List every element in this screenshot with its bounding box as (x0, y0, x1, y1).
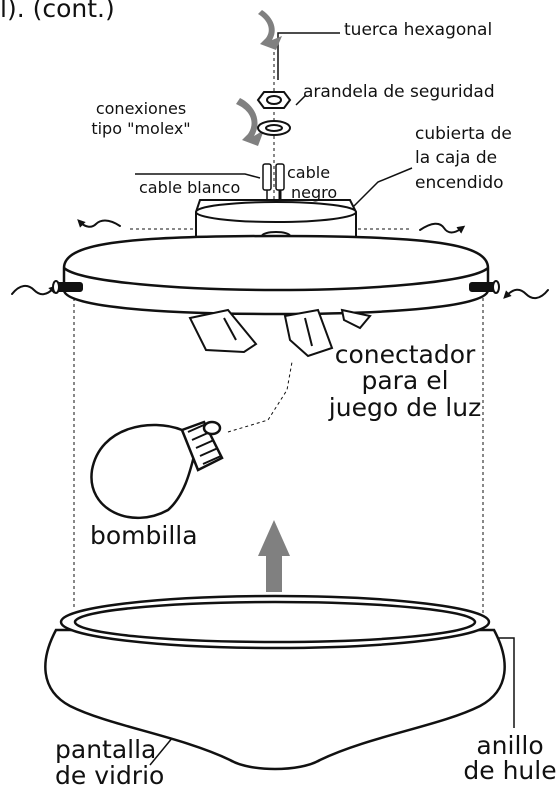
white-wire-label: cable blanco (139, 178, 241, 197)
black-wire-label-line1: cable (287, 163, 331, 182)
lock-washer (257, 120, 291, 136)
molex-label-line2: tipo "molex" (91, 119, 191, 138)
hex-nut (256, 91, 292, 109)
cover-leader (344, 167, 413, 216)
connector-label-line1: conectador (334, 340, 476, 369)
cover-label-line1: cubierta de (415, 124, 512, 144)
upward-arrow-icon (258, 520, 290, 592)
washer-leader (295, 94, 307, 106)
guide-lines (73, 40, 484, 630)
lock-washer-label: arandela de seguridad (303, 82, 495, 102)
hex-nut-label: tuerca hexagonal (344, 20, 493, 40)
glass-shade (44, 594, 506, 771)
molex-label-line1: conexiones (95, 99, 187, 118)
page-header: l). (cont.) (0, 0, 115, 23)
bulb-wire-line (227, 361, 293, 433)
side-screws (52, 280, 500, 294)
light-fitter-housing (62, 234, 490, 316)
molex-leader (135, 173, 261, 179)
glass-shade-label-line2: de vidrio (55, 761, 165, 790)
bulb-label: bombilla (90, 521, 198, 550)
curved-rotation-arrow-icon (236, 10, 282, 146)
rubber-ring-label-line2: de hule (463, 756, 557, 785)
light-bulb (90, 420, 224, 520)
rubber-ring-label-line1: anillo (476, 731, 544, 760)
connector-label-line3: juego de luz (328, 393, 482, 422)
black-wire-label-line2: negro (291, 183, 338, 202)
cover-label-line3: encendido (415, 173, 504, 193)
curved-rotation-arrow-icon (11, 219, 549, 300)
connector-label-line2: para el (361, 366, 449, 395)
cover-label-line2: la caja de (415, 148, 498, 168)
light-kit-sockets (188, 308, 372, 358)
glass-shade-label-line1: pantalla (55, 735, 157, 764)
hex-nut-leader (277, 32, 340, 80)
